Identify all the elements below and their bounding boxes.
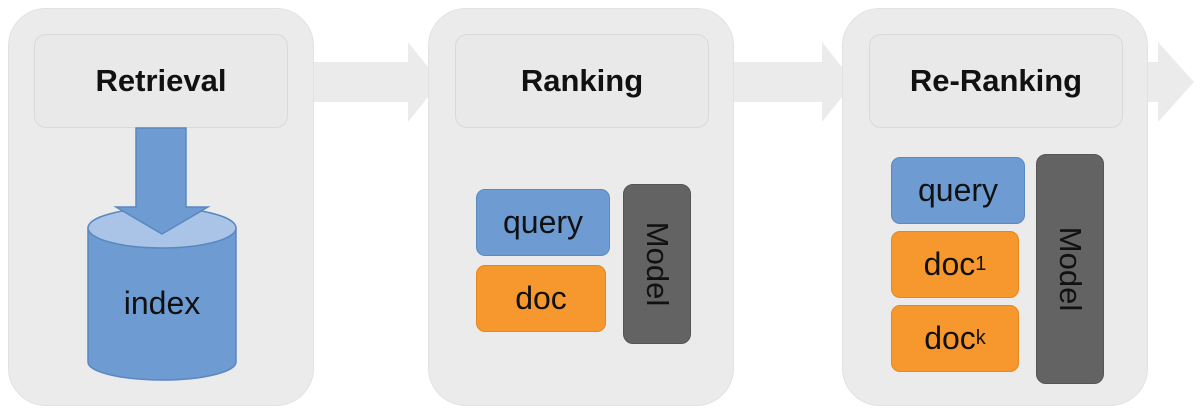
model-label: Model xyxy=(1053,226,1088,312)
index-database xyxy=(87,127,237,381)
flow-arrow-3 xyxy=(1140,42,1194,122)
doc-last-subscript: k xyxy=(975,327,986,349)
flow-arrow-2 xyxy=(725,42,854,122)
query-chip: query xyxy=(891,157,1025,224)
query-chip: query xyxy=(476,189,610,256)
model-block: Model xyxy=(623,184,691,344)
index-label: index xyxy=(123,285,201,321)
model-label: Model xyxy=(640,221,675,307)
doc-first-subscript: 1 xyxy=(975,253,987,275)
stage-ranking: Ranking query doc Model xyxy=(428,8,734,406)
down-arrow-icon xyxy=(113,127,211,235)
stage-title-re-ranking: Re-Ranking xyxy=(869,34,1123,128)
flow-arrow-1 xyxy=(305,42,440,122)
model-block: Model xyxy=(1036,154,1104,384)
doc-last-label: doc xyxy=(924,320,976,356)
doc-chip: doc xyxy=(476,265,606,332)
doc-first-label: doc xyxy=(923,246,976,282)
stage-title-ranking: Ranking xyxy=(455,34,709,128)
